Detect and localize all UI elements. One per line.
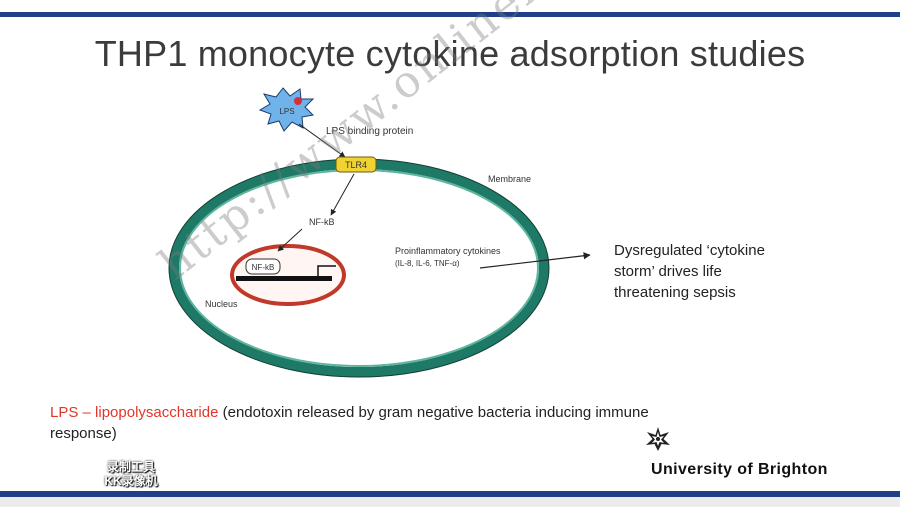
outcome-line-1: Dysregulated ‘cytokine [614,242,765,259]
nfkb-box [245,258,281,275]
lps-description: (endotoxin released by gram negative bac… [50,404,649,442]
bottom-fade [0,497,900,507]
university-name: University of Brighton [651,461,828,478]
cytokine-release-arrow [479,252,591,269]
lps-acronym: LPS – lipopolysaccharide [50,404,219,421]
nucleus-label: Nucleus [205,299,238,309]
recorder-line-2: KK录像机 [104,474,158,488]
nucleus [230,244,346,306]
bottom-rule [0,491,900,497]
nfkb-label: NF-kB [309,217,335,227]
nfkb-box-label: NF-kB [252,263,275,272]
lps-red-dot [294,97,302,105]
tlr4-label: TLR4 [345,160,367,170]
lps-to-tlr4-arrow [298,123,346,158]
recorder-badge: 录制工具 KK录像机 [88,460,174,488]
outcome-text: Dysregulated ‘cytokine storm’ drives lif… [614,240,834,303]
cytokines-label: Proinflammatory cytokines [395,246,501,256]
lps-binding-label: LPS binding protein [326,126,413,137]
lps-label: LPS [279,107,294,116]
lps-footnote: LPS – lipopolysaccharide (endotoxin rele… [50,402,650,444]
membrane-label: Membrane [488,174,531,184]
outcome-line-2: storm’ drives life [614,263,722,280]
outcome-line-3: threatening sepsis [614,284,736,301]
slide-title: THP1 monocyte cytokine adsorption studie… [94,33,806,74]
recorder-line-1: 录制工具 [106,460,155,474]
nfkb-to-nucleus-arrow [277,228,303,252]
dna-bar [236,276,332,281]
transcription-start-mark [317,265,336,276]
star-logo-icon [646,427,670,451]
cytokines-sub-label: (IL-8, IL-6, TNF-α) [395,259,460,268]
top-rule [0,12,900,17]
tlr4-receptor [335,156,377,173]
tlr4-to-nfkb-arrow [330,173,355,216]
